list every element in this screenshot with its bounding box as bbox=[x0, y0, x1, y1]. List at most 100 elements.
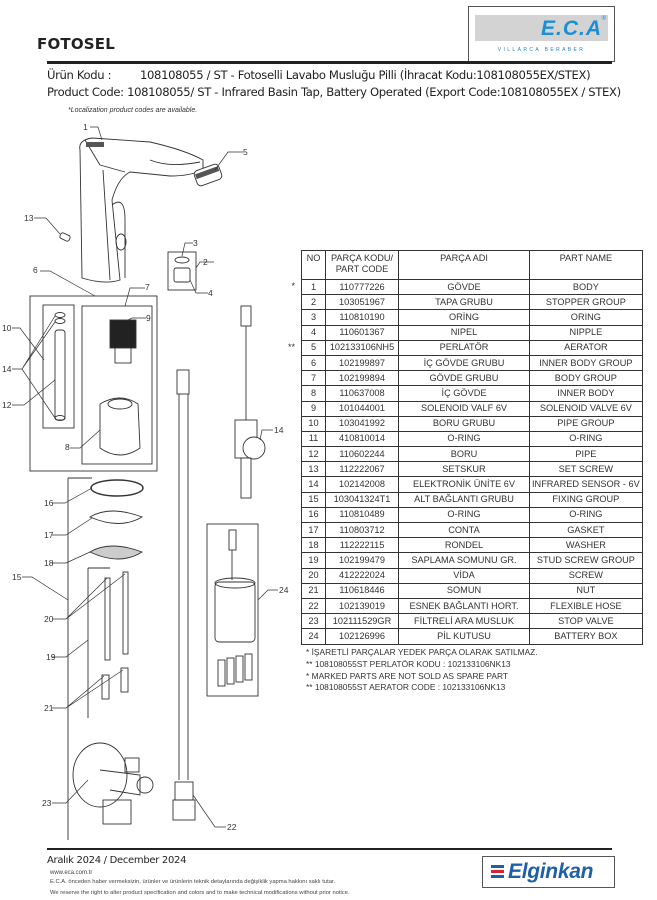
callout-5: 5 bbox=[243, 147, 248, 157]
inner-body-group-box bbox=[29, 295, 158, 472]
cell-part-code: 103041992 bbox=[325, 415, 399, 432]
cell-part-name-tr: SETSKUR bbox=[398, 461, 530, 478]
cell-no: 16 bbox=[301, 506, 326, 524]
header-part-code-line2: PART CODE bbox=[335, 264, 389, 274]
stop-valve-drawing bbox=[72, 742, 154, 825]
callout-24: 24 bbox=[279, 585, 289, 595]
spare-part-mark bbox=[273, 583, 295, 598]
header-part-code-line1: PARÇA KODU/ bbox=[330, 253, 394, 263]
exploded-diagram: 1 2 3 4 5 6 7 8 9 10 14 12 13 14 15 16 1… bbox=[2, 122, 289, 840]
cell-part-name-en: SCREW bbox=[529, 567, 643, 584]
nut-drawing bbox=[101, 674, 110, 700]
cell-part-code: 102199479 bbox=[325, 552, 399, 569]
screw-drawing bbox=[122, 571, 129, 655]
spare-part-mark bbox=[273, 370, 295, 385]
note-line: * MARKED PARTS ARE NOT SOLD AS SPARE PAR… bbox=[306, 670, 508, 681]
cell-part-name-tr: BORU bbox=[398, 446, 530, 463]
callout-21: 21 bbox=[44, 703, 54, 713]
cell-part-name-en: BATTERY BOX bbox=[529, 628, 643, 645]
oring-drawing bbox=[174, 256, 190, 264]
cell-part-code: 102126996 bbox=[325, 628, 399, 645]
document-title: FOTOSEL bbox=[37, 35, 115, 53]
cell-part-name-en: SET SCREW bbox=[529, 461, 643, 478]
callout-19: 19 bbox=[46, 652, 56, 662]
spare-part-mark bbox=[273, 522, 295, 537]
cell-part-name-en: FIXING GROUP bbox=[529, 491, 643, 508]
spare-part-mark bbox=[273, 613, 295, 628]
cell-part-code: 110777226 bbox=[325, 278, 399, 296]
cell-part-code: 110618446 bbox=[325, 582, 399, 599]
cell-part-name-tr: ALT BAĞLANTI GRUBU bbox=[398, 491, 530, 508]
cell-part-name-tr: BORU GRUBU bbox=[398, 415, 530, 432]
cell-part-code: 102142008 bbox=[325, 476, 399, 493]
cell-part-name-en: STUD SCREW GROUP bbox=[529, 552, 643, 569]
spare-part-mark bbox=[273, 492, 295, 507]
cell-part-name-en: INNER BODY GROUP bbox=[529, 354, 643, 372]
product-code-tr-value: 108108055 / ST - Fotoselli Lavabo Musluğ… bbox=[140, 68, 591, 82]
cell-part-code: 110601367 bbox=[325, 324, 399, 341]
footer-url[interactable]: www.eca.com.tr bbox=[50, 870, 93, 876]
eca-logo: E.C.A ® VILLARCA BERABER bbox=[468, 6, 615, 62]
cell-no: 14 bbox=[301, 476, 326, 493]
cell-part-name-en: FLEXIBLE HOSE bbox=[529, 597, 643, 615]
cell-part-name-tr: GÖVDE GRUBU bbox=[398, 370, 530, 387]
cell-part-name-tr: NIPEL bbox=[398, 324, 530, 341]
cell-part-name-tr: RONDEL bbox=[398, 537, 530, 554]
cell-part-code: 102199894 bbox=[325, 370, 399, 387]
callout-3: 3 bbox=[193, 238, 198, 248]
cell-part-name-en: AERATOR bbox=[529, 339, 643, 356]
set-screw-drawing bbox=[59, 232, 71, 242]
spare-part-mark bbox=[273, 446, 295, 461]
note-line: ** 108108055ST AERATOR CODE : 102133106N… bbox=[306, 682, 506, 693]
cell-part-code: 102111529GR bbox=[325, 613, 399, 630]
cell-part-code: 110810190 bbox=[325, 309, 399, 326]
cell-part-name-en: ORING bbox=[529, 309, 643, 326]
callout-12: 12 bbox=[2, 400, 12, 410]
cell-part-code: 102199897 bbox=[325, 354, 399, 372]
cell-part-name-en: BODY bbox=[529, 278, 643, 296]
fixing-group-bracket bbox=[67, 477, 92, 840]
spare-part-mark bbox=[273, 628, 295, 643]
cell-no: 20 bbox=[301, 567, 326, 584]
nut-drawing bbox=[120, 667, 129, 693]
elginkan-logo-word: Elginkan bbox=[508, 860, 594, 883]
cell-no: 13 bbox=[301, 461, 326, 478]
cell-part-name-tr: CONTA bbox=[398, 521, 530, 539]
spare-part-mark bbox=[273, 552, 295, 567]
cell-no: 24 bbox=[301, 628, 326, 645]
cell-part-name-en: PIPE GROUP bbox=[529, 415, 643, 432]
cell-part-code: 112222067 bbox=[325, 461, 399, 478]
pipe-group-box bbox=[42, 304, 75, 429]
callout-17: 17 bbox=[44, 530, 54, 540]
header-divider bbox=[47, 61, 612, 64]
cell-part-name-tr: O-RING bbox=[398, 506, 530, 524]
callout-23: 23 bbox=[42, 798, 52, 808]
cell-no: 9 bbox=[301, 400, 326, 417]
cell-no: 4 bbox=[301, 324, 326, 341]
cell-part-name-en: O-RING bbox=[529, 506, 643, 524]
cell-part-name-en: GASKET bbox=[529, 521, 643, 539]
callout-4: 4 bbox=[208, 288, 213, 298]
spare-part-marks: *** bbox=[273, 279, 295, 644]
cell-no: 8 bbox=[301, 385, 326, 402]
solenoid-valve-drawing bbox=[109, 319, 137, 364]
eca-logo-tagline: VILLARCA BERABER bbox=[497, 47, 586, 53]
stopper-group-box bbox=[167, 251, 197, 291]
spare-part-mark bbox=[273, 461, 295, 476]
spare-part-mark bbox=[273, 325, 295, 340]
callout-7: 7 bbox=[145, 282, 150, 292]
oring-16-drawing bbox=[90, 479, 144, 497]
cell-no: 7 bbox=[301, 370, 326, 387]
cell-part-code: 103041324T1 bbox=[325, 491, 399, 508]
cell-part-code: 102139019 bbox=[325, 597, 399, 615]
header-part-name-tr: PARÇA ADI bbox=[398, 250, 530, 280]
